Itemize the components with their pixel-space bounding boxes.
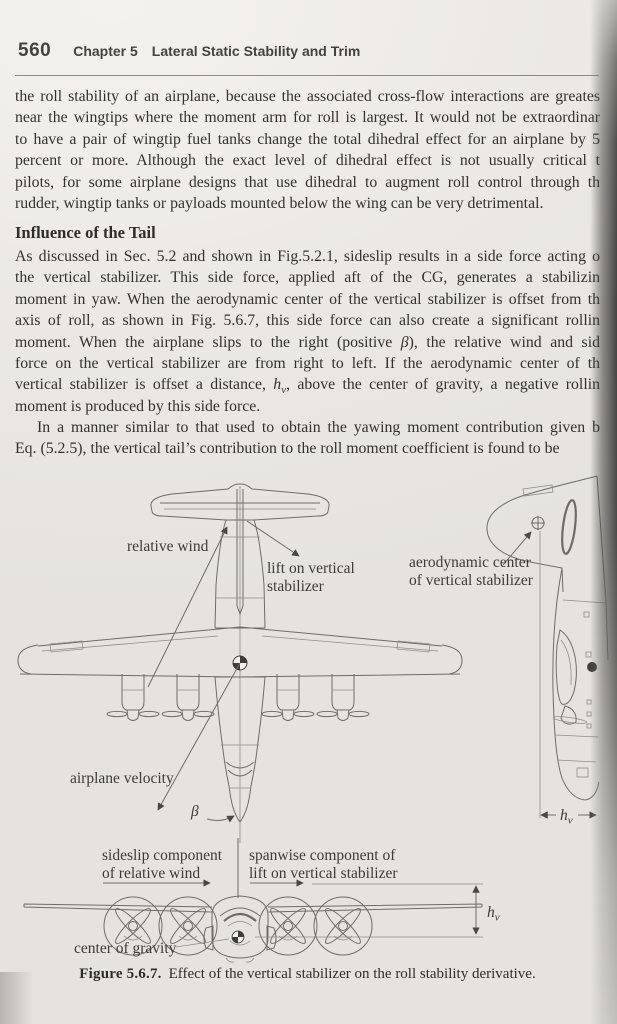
- beta-angle-arc: [206, 815, 235, 823]
- airplane-top-view: [17, 483, 463, 843]
- propellers-front: [103, 896, 373, 956]
- cg-symbol-side-view: [587, 662, 597, 672]
- chapter-label: Chapter 5: [73, 43, 138, 59]
- lift-label-line1: lift on vertical: [267, 560, 355, 577]
- ac-pointer-arrow: [502, 531, 532, 566]
- text-line: moment in yaw. When the aerodynamic cent…: [15, 290, 600, 308]
- beta-symbol: β: [400, 333, 409, 351]
- text-line: rudder, wingtip tanks or payloads mounte…: [15, 194, 544, 212]
- cg-symbol-front-view: [231, 930, 245, 944]
- text-line: Eq. (5.2.5), the vertical tail’s contrib…: [15, 440, 560, 458]
- figure-caption: Figure 5.6.7. Effect of the vertical stab…: [15, 966, 600, 983]
- hv-label-side: hv: [560, 807, 573, 827]
- hv-label-front: hv: [487, 904, 500, 924]
- figure-diagram: relative wind lift on vertical stabilize…: [17, 475, 609, 963]
- airplane-front-view: [23, 838, 483, 963]
- ac-label-line1: aerodynamic center: [409, 554, 532, 571]
- paragraph-3: In a manner similar to that used to obta…: [15, 417, 600, 460]
- lift-label-line2: stabilizer: [267, 578, 325, 595]
- relative-wind-label: relative wind: [127, 538, 209, 555]
- ac-label-line2: of vertical stabilizer: [409, 572, 534, 589]
- sideslip-label-line2: of relative wind: [102, 865, 200, 882]
- relative-wind-arrow: [147, 526, 228, 688]
- header-rule: [15, 75, 599, 77]
- text-line: percent or more. Although the exact leve…: [15, 152, 600, 170]
- aerodynamic-center-symbol: [531, 516, 545, 530]
- airplane-velocity-arrow: [157, 662, 241, 811]
- text-line: moment. When the airplane slips to the r…: [15, 333, 600, 351]
- hv-dimension-front: [255, 883, 483, 938]
- page-number: 560: [18, 40, 52, 61]
- figure-caption-text: Effect of the vertical stabilizer on the…: [168, 966, 536, 982]
- airplane-side-view: [486, 475, 609, 819]
- spanwise-label-line1: spanwise component of: [249, 847, 396, 864]
- sideslip-label-line1: sideslip component: [102, 847, 223, 864]
- text-line: pilots, for some airplane designs that u…: [15, 173, 600, 191]
- hv-symbol: h: [273, 376, 282, 394]
- text-line: force on the vertical stabilizer are fro…: [15, 354, 600, 372]
- paragraph-1: the roll stability of an airplane, becau…: [15, 86, 600, 214]
- text-line: vertical stabilizer is offset a distance…: [15, 376, 601, 397]
- text-line: axis of roll, as shown in Fig. 5.6.7, th…: [15, 312, 600, 330]
- lift-arrow: [246, 520, 300, 557]
- airplane-velocity-label: airplane velocity: [70, 770, 174, 787]
- cg-pointer-line: [175, 938, 230, 948]
- text-line: As discussed in Sec. 5.2 and shown in Fi…: [15, 248, 600, 265]
- text-line: In a manner similar to that used to obta…: [37, 419, 600, 436]
- text-line: the vertical stabilizer. This side force…: [15, 269, 600, 287]
- spanwise-label-line2: lift on vertical stabilizer: [249, 865, 398, 882]
- center-of-gravity-label: center of gravity: [74, 940, 177, 957]
- beta-label: β: [190, 803, 199, 820]
- engine-nacelles-top: [106, 674, 370, 721]
- chapter-title: Lateral Static Stability and Trim: [151, 43, 361, 59]
- text-line: to have a pair of wingtip fuel tanks cha…: [15, 130, 600, 148]
- text-line: near the wingtips where the moment arm f…: [15, 109, 600, 127]
- paragraph-2: As discussed in Sec. 5.2 and shown in Fi…: [15, 246, 600, 417]
- text-line: moment is produced by this side force.: [15, 397, 261, 415]
- section-heading: Influence of the Tail: [15, 223, 156, 242]
- figure-caption-number: Figure 5.6.7.: [79, 966, 162, 982]
- page-header: 560 Chapter 5 Lateral Static Stability and…: [18, 40, 578, 62]
- text-line: the roll stability of an airplane, becau…: [15, 88, 600, 105]
